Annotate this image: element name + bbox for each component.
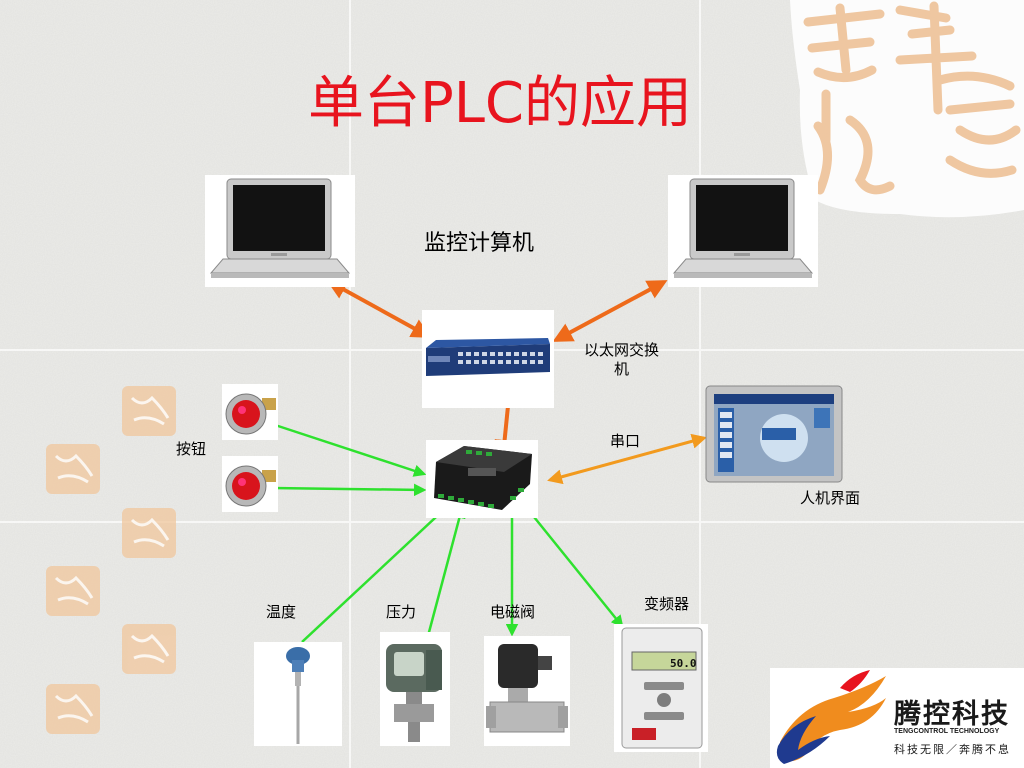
logo-company-name-en: TENGCONTROL TECHNOLOGY bbox=[894, 728, 1000, 735]
io-link-pressure bbox=[426, 505, 466, 637]
pressure-gauge-icon bbox=[386, 644, 442, 742]
label-button: 按钮 bbox=[176, 440, 207, 458]
decorative-calligraphy bbox=[790, 0, 1024, 218]
push-button-1 bbox=[222, 384, 278, 440]
monitor-computer-right bbox=[668, 175, 818, 287]
io-link-button-1 bbox=[271, 422, 427, 477]
inverter-icon bbox=[621, 627, 703, 749]
page-title: 单台PLC的应用 bbox=[307, 71, 693, 136]
plc-icon bbox=[434, 446, 532, 510]
frequency-inverter: 50.0 bbox=[614, 624, 708, 752]
label-hmi: 人机界面 bbox=[800, 489, 861, 507]
logo-company-name: 腾控科技 bbox=[894, 699, 1010, 730]
ethernet-link-left-pc bbox=[326, 280, 432, 338]
label-inverter: 变频器 bbox=[644, 595, 690, 613]
io-link-temperature bbox=[301, 502, 452, 643]
io-link-inverter bbox=[529, 511, 624, 628]
touchscreen-icon bbox=[705, 385, 843, 483]
inverter-display-readout: 50.0 bbox=[670, 657, 697, 670]
label-solenoid-valve: 电磁阀 bbox=[490, 603, 536, 621]
label-serial-port: 串口 bbox=[610, 432, 641, 450]
io-link-button-2 bbox=[271, 483, 427, 497]
ethernet-switch bbox=[422, 310, 554, 408]
plc-controller bbox=[426, 440, 538, 518]
pressure-transmitter bbox=[380, 632, 450, 746]
network-switch-icon bbox=[426, 338, 550, 376]
label-pressure: 压力 bbox=[386, 603, 417, 621]
temperature-sensor bbox=[254, 642, 342, 746]
flame-horse-logo-icon bbox=[776, 670, 886, 764]
thermometer-probe-icon bbox=[286, 647, 310, 744]
label-ethernet-switch: 以太网交换 机 bbox=[584, 341, 660, 378]
valve-icon bbox=[486, 644, 568, 733]
red-button-icon bbox=[225, 393, 276, 435]
ethernet-link-right-pc bbox=[552, 280, 668, 342]
laptop-icon bbox=[209, 178, 351, 278]
company-logo: 腾控科技 TENGCONTROL TECHNOLOGY 科技无限／奔腾不息 bbox=[770, 668, 1024, 768]
logo-slogan: 科技无限／奔腾不息 bbox=[894, 743, 1011, 756]
label-temperature: 温度 bbox=[266, 603, 297, 621]
hmi-panel bbox=[704, 384, 844, 484]
red-button-icon bbox=[225, 465, 276, 507]
solenoid-valve bbox=[484, 636, 570, 746]
monitor-computer-left bbox=[205, 175, 355, 287]
push-button-2 bbox=[222, 456, 278, 512]
serial-link-hmi bbox=[547, 433, 707, 485]
label-monitor-computer: 监控计算机 bbox=[424, 231, 535, 256]
laptop-icon bbox=[672, 178, 814, 278]
